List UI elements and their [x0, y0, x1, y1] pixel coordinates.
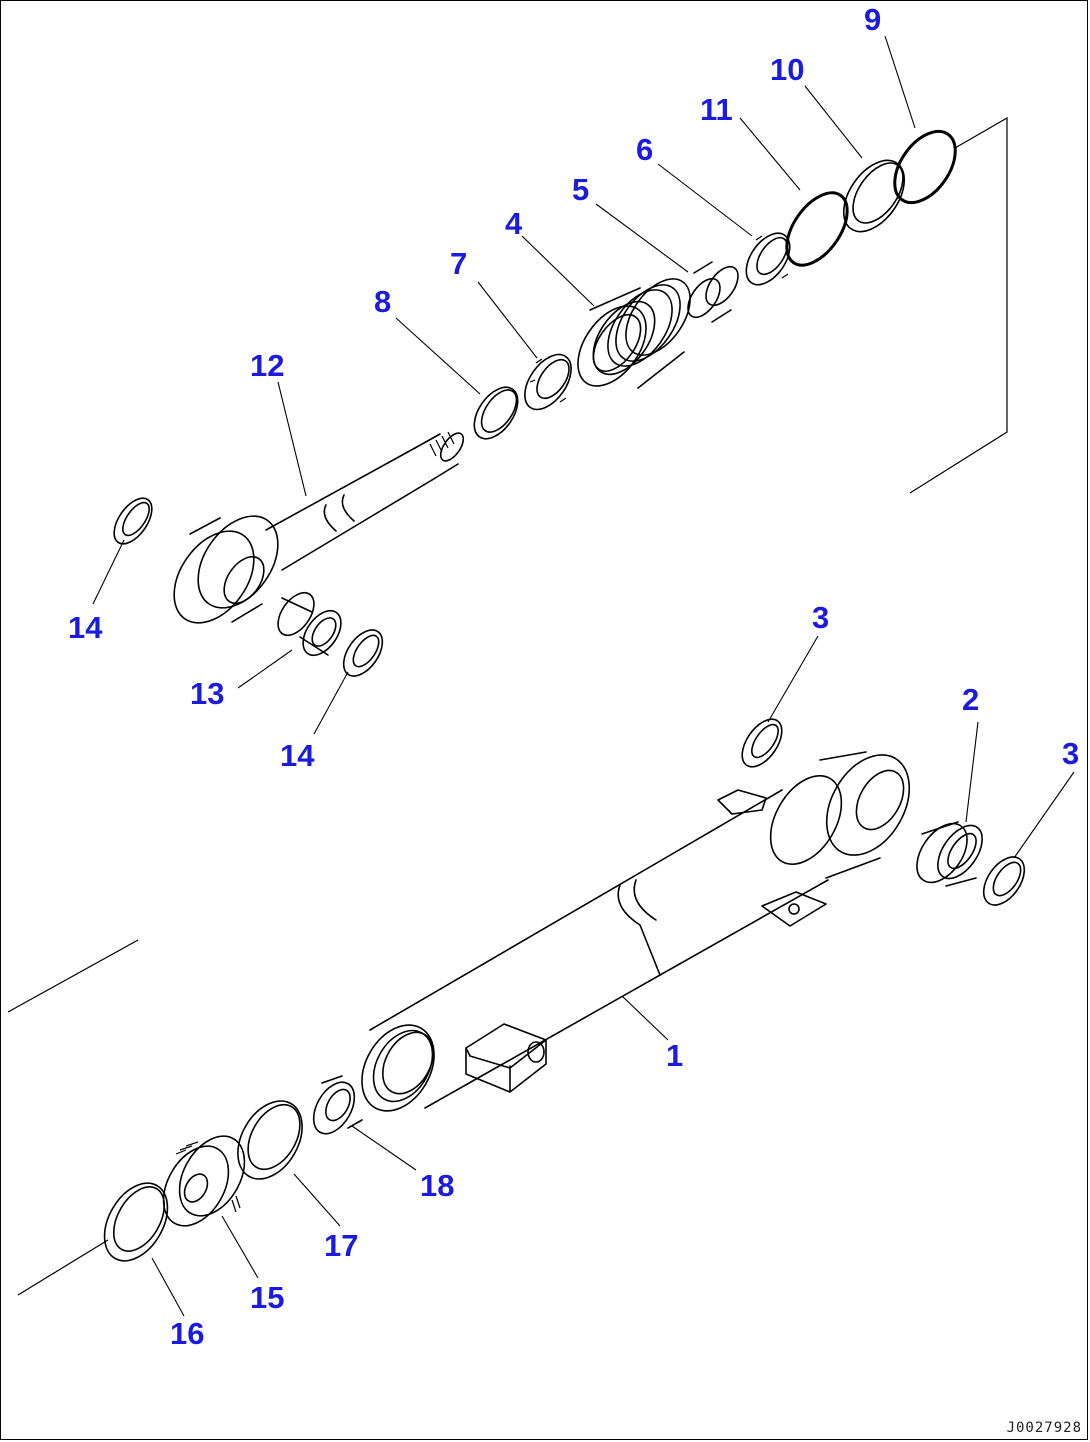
part-9-o-ring [893, 129, 957, 205]
callout-12: 12 [250, 348, 285, 383]
callout-14-upper: 14 [68, 610, 103, 645]
part-6-seal [745, 232, 791, 286]
part-10-backup-ring [842, 159, 906, 233]
part-3-dust-seal-right [982, 856, 1026, 906]
callout-8: 8 [374, 284, 392, 319]
callout-2: 2 [962, 682, 980, 717]
part-11-o-ring [785, 191, 849, 267]
assembly-axis-upper [909, 116, 1008, 494]
callout-6: 6 [636, 132, 654, 167]
part-14-dust-seal-lower [342, 629, 384, 677]
callout-4: 4 [505, 206, 523, 241]
part-5-bushing [687, 261, 739, 323]
part-8-snap-ring [473, 386, 519, 440]
part-18-bushing [312, 1075, 363, 1135]
part-1-cylinder-tube [361, 751, 911, 1112]
callout-5: 5 [572, 172, 590, 207]
callout-17: 17 [324, 1228, 359, 1263]
callout-3-upper: 3 [812, 600, 830, 635]
part-4-piston [577, 278, 691, 389]
part-14-dust-seal-upper [113, 497, 153, 545]
part-17-ring [237, 1100, 303, 1180]
callout-13: 13 [190, 676, 225, 711]
drawing-id-label: J0027928 [1006, 1420, 1082, 1436]
callout-7: 7 [450, 246, 468, 281]
part-2-bushing [916, 821, 983, 887]
part-16-ring [103, 1182, 169, 1262]
callout-9: 9 [864, 2, 882, 37]
part-15-cylinder-head [162, 1135, 246, 1227]
leader-lines [92, 35, 1075, 1317]
callout-16: 16 [170, 1316, 205, 1351]
callout-1: 1 [666, 1038, 684, 1073]
callout-18: 18 [420, 1168, 455, 1203]
callout-14-lower: 14 [280, 738, 315, 773]
callout-15: 15 [250, 1280, 285, 1315]
part-12-piston-rod [173, 431, 465, 624]
assembly-axis-lower [7, 939, 139, 1296]
part-3-dust-seal-upper [741, 718, 783, 768]
callout-3-right: 3 [1062, 736, 1080, 771]
part-7-seal [524, 353, 572, 411]
callout-11: 11 [700, 92, 733, 127]
callout-10: 10 [770, 52, 805, 87]
part-13-bushing [277, 591, 342, 657]
